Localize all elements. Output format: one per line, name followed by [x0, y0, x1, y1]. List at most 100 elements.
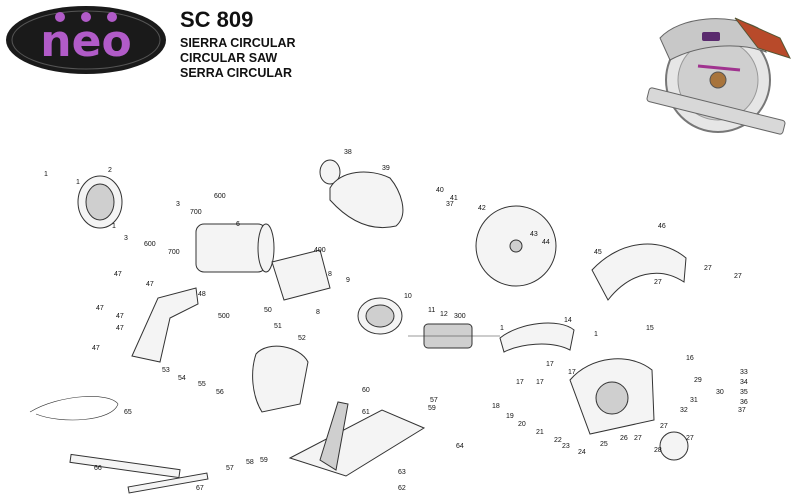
neo-logo: neo: [6, 6, 166, 74]
callout-53: 53: [162, 367, 170, 374]
callout-27: 27: [654, 279, 662, 286]
callout-55: 55: [198, 381, 206, 388]
callout-37: 37: [738, 407, 746, 414]
callout-59: 59: [428, 405, 436, 412]
callout-56: 56: [216, 389, 224, 396]
part-shapes: [29, 159, 689, 494]
callout-30: 30: [716, 389, 724, 396]
callout-43: 43: [530, 231, 538, 238]
callout-60: 60: [362, 387, 370, 394]
callout-51: 51: [274, 323, 282, 330]
callout-19: 19: [506, 413, 514, 420]
callout-8: 8: [328, 271, 332, 278]
callout-25: 25: [600, 441, 608, 448]
callout-45: 45: [594, 249, 602, 256]
callout-1: 1: [76, 179, 80, 186]
callout-65: 65: [124, 409, 132, 416]
callout-32: 32: [680, 407, 688, 414]
callout-3: 3: [124, 235, 128, 242]
callout-31: 31: [690, 397, 698, 404]
callout-600: 600: [214, 193, 226, 200]
callout-41: 41: [450, 195, 458, 202]
callout-47: 47: [92, 345, 100, 352]
callout-27: 27: [734, 273, 742, 280]
callout-300: 300: [454, 313, 466, 320]
callout-700: 700: [190, 209, 202, 216]
callout-61: 61: [362, 409, 370, 416]
callout-1: 1: [500, 325, 504, 332]
title-block: SC 809 SIERRA CIRCULAR CIRCULAR SAW SERR…: [180, 8, 296, 81]
callout-17: 17: [546, 361, 554, 368]
svg-text:neo: neo: [40, 16, 131, 67]
callout-50: 50: [264, 307, 272, 314]
callout-57: 57: [226, 465, 234, 472]
callout-52: 52: [298, 335, 306, 342]
callout-62: 62: [398, 485, 406, 492]
callout-18: 18: [492, 403, 500, 410]
callout-1: 1: [594, 331, 598, 338]
callout-27: 27: [634, 435, 642, 442]
callout-400: 400: [314, 247, 326, 254]
callout-67: 67: [196, 485, 204, 492]
product-name-en: CIRCULAR SAW: [180, 51, 278, 65]
callout-27: 27: [686, 435, 694, 442]
product-name-es: SIERRA CIRCULAR: [180, 36, 296, 50]
callout-27: 27: [660, 423, 668, 430]
callout-47: 47: [146, 281, 154, 288]
callout-20: 20: [518, 421, 526, 428]
callout-48: 48: [198, 291, 206, 298]
callout-47: 47: [116, 313, 124, 320]
callout-16: 16: [686, 355, 694, 362]
callout-1: 1: [44, 171, 48, 178]
callout-44: 44: [542, 239, 550, 246]
callout-29: 29: [694, 377, 702, 384]
callout-24: 24: [578, 449, 586, 456]
callout-27: 27: [704, 265, 712, 272]
callout-700: 700: [168, 249, 180, 256]
callout-33: 33: [740, 369, 748, 376]
callout-12: 12: [440, 311, 448, 318]
callout-17: 17: [568, 369, 576, 376]
product-name-pt: SERRA CIRCULAR: [180, 66, 293, 80]
callout-500: 500: [218, 313, 230, 320]
callout-42: 42: [478, 205, 486, 212]
callout-47: 47: [96, 305, 104, 312]
callout-57: 57: [430, 397, 438, 404]
callout-11: 11: [428, 307, 435, 314]
callout-35: 35: [740, 389, 748, 396]
callout-58: 58: [246, 459, 254, 466]
callout-1: 1: [112, 223, 116, 230]
callout-2: 2: [108, 167, 112, 174]
callout-3: 3: [176, 201, 180, 208]
callout-66: 66: [94, 465, 102, 472]
callout-17: 17: [516, 379, 524, 386]
callout-26: 26: [620, 435, 628, 442]
callout-64: 64: [456, 443, 464, 450]
callout-22: 22: [554, 437, 562, 444]
callout-59: 59: [260, 457, 268, 464]
model-number: SC 809: [180, 7, 254, 32]
callout-10: 10: [404, 293, 412, 300]
callout-21: 21: [536, 429, 544, 436]
callout-47: 47: [114, 271, 122, 278]
callout-600: 600: [144, 241, 156, 248]
callout-47: 47: [116, 325, 124, 332]
callout-63: 63: [398, 469, 406, 476]
callout-15: 15: [646, 325, 654, 332]
callout-23: 23: [562, 443, 570, 450]
callout-34: 34: [740, 379, 748, 386]
callout-38: 38: [344, 149, 352, 156]
callout-14: 14: [564, 317, 572, 324]
callout-17: 17: [536, 379, 544, 386]
callout-labels: 1111123368891011121415161717171718192021…: [44, 149, 748, 492]
callout-39: 39: [382, 165, 390, 172]
product-photo: [646, 17, 791, 135]
callout-46: 46: [658, 223, 666, 230]
callout-28: 28: [654, 447, 662, 454]
callout-9: 9: [346, 277, 350, 284]
callout-36: 36: [740, 399, 748, 406]
callout-54: 54: [178, 375, 186, 382]
callout-8: 8: [316, 309, 320, 316]
